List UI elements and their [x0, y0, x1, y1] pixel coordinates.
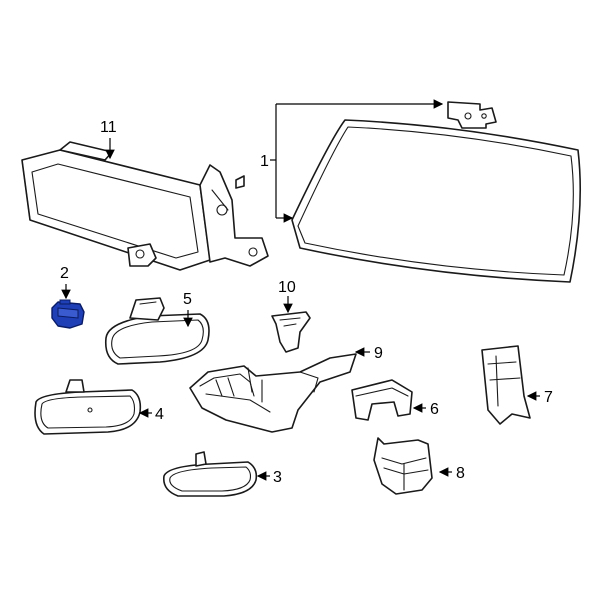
callout-11: 11	[100, 119, 117, 136]
part-7-pillar-cover[interactable]	[481, 345, 531, 425]
part-5-mirror[interactable]	[104, 297, 210, 365]
callout-1: 1	[260, 153, 269, 170]
part-2-sensor[interactable]	[51, 299, 85, 329]
part-6-cover[interactable]	[351, 379, 413, 421]
callout-2: 2	[60, 265, 69, 282]
callout-5: 5	[183, 291, 192, 308]
part-3-mirror[interactable]	[162, 451, 258, 497]
part-9-trim[interactable]	[189, 353, 357, 433]
callout-7: 7	[544, 389, 553, 406]
callout-8: 8	[456, 465, 465, 482]
callout-1-leader	[270, 99, 444, 223]
callout-6: 6	[430, 401, 439, 418]
part-1-windshield[interactable]	[291, 101, 582, 283]
callout-10: 10	[278, 279, 296, 296]
part-8-cover[interactable]	[373, 437, 433, 495]
callout-3: 3	[273, 469, 282, 486]
part-10-cover[interactable]	[271, 311, 311, 353]
callout-9: 9	[374, 345, 383, 362]
part-11-camera-module[interactable]	[21, 141, 269, 271]
part-4-mirror[interactable]	[34, 379, 142, 435]
callout-4: 4	[155, 406, 164, 423]
